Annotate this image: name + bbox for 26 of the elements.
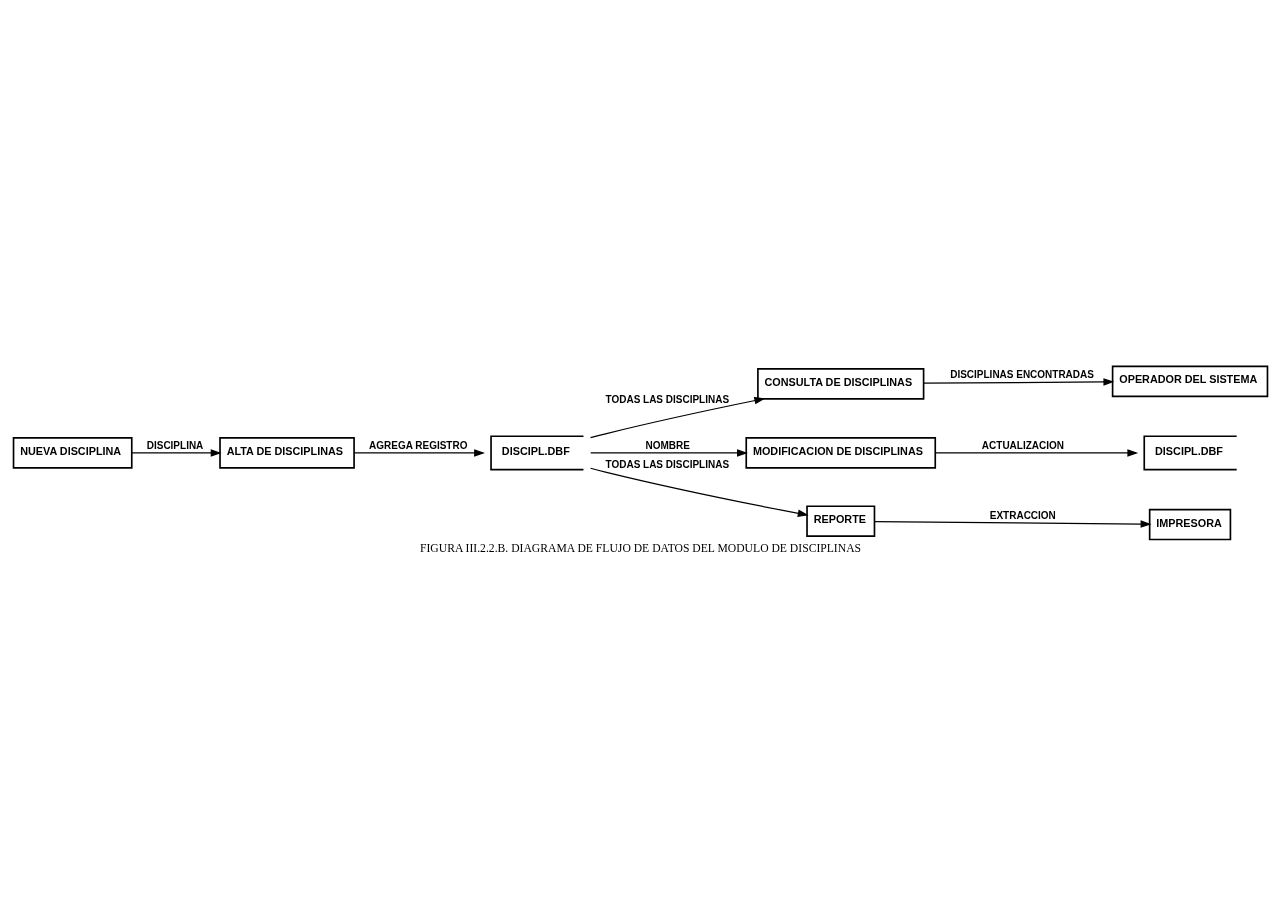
- edge-label: TODAS LAS DISCIPLINAS: [605, 393, 730, 405]
- node-box: NUEVA DISCIPLINA: [12, 436, 133, 469]
- arrow: [873, 519, 1152, 528]
- caption: FIGURA III.2.2.B. DIAGRAMA DE FLUJO DE DATOS DEL MODULO DE DISCIPLINAS: [419, 541, 862, 555]
- node-box: IMPRESORA: [1148, 508, 1232, 540]
- arrow: [590, 448, 748, 457]
- node-text: DISCIPL.DBF: [501, 444, 570, 457]
- arrow: [589, 396, 766, 438]
- arrow: [934, 448, 1139, 457]
- edge-label: AGREGA REGISTRO: [369, 439, 468, 451]
- node-box: REPORTE: [806, 504, 876, 537]
- edge-label: DISCIPLINA: [146, 439, 204, 451]
- edge-label: TODAS LAS DISCIPLINAS: [605, 458, 730, 470]
- edge-label: EXTRACCION: [989, 509, 1056, 521]
- edge-label: NOMBRE: [645, 439, 690, 451]
- node-box: CONSULTA DE DISCIPLINAS: [757, 367, 925, 400]
- arrow: [353, 448, 485, 457]
- node-box: ALTA DE DISCIPLINAS: [219, 436, 355, 469]
- node-box: OPERADOR DEL SISTEMA: [1111, 365, 1269, 397]
- edge-label: ACTUALIZACION: [981, 439, 1064, 451]
- node-text: DISCIPL.DBF: [1155, 444, 1223, 457]
- arrow: [589, 467, 809, 517]
- arrow: [923, 377, 1115, 386]
- arrow: [131, 448, 222, 457]
- node-box: MODIFICACION DE DISCIPLINAS: [745, 436, 937, 469]
- edge-label: DISCIPLINAS ENCONTRADAS: [950, 368, 1094, 380]
